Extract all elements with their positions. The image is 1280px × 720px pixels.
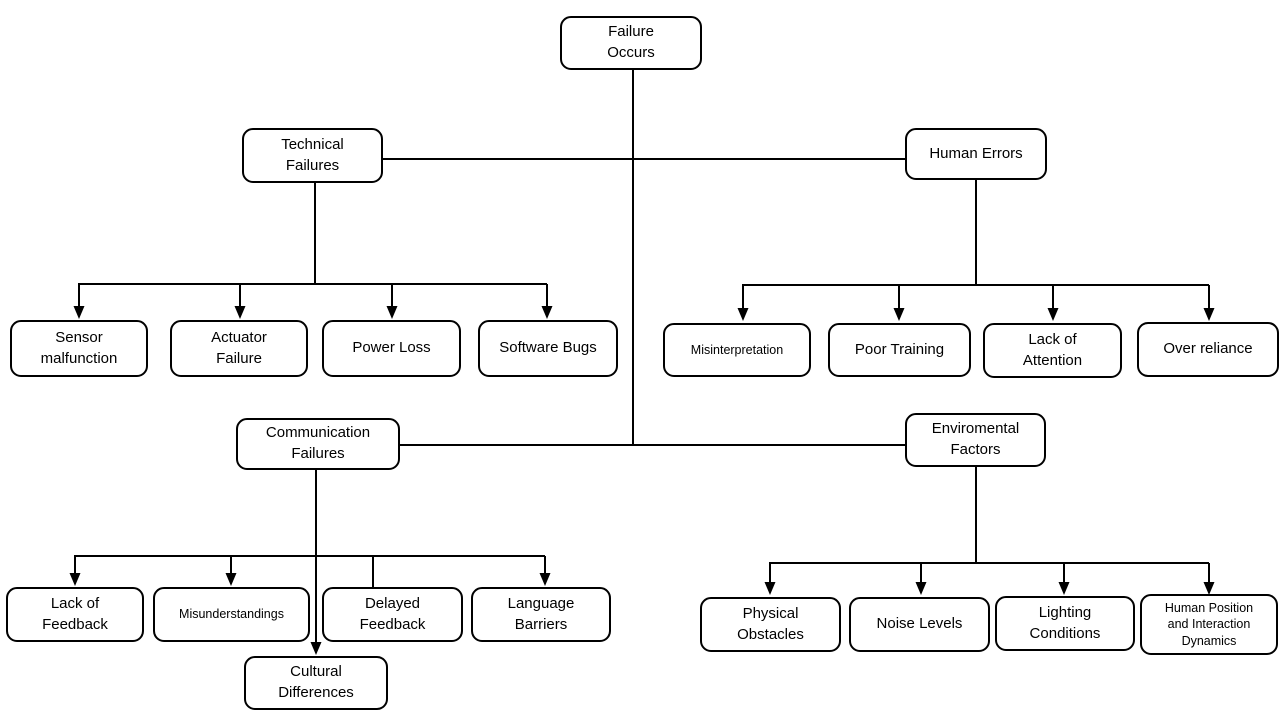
node-misunderstandings: Misunderstandings	[153, 587, 310, 642]
connector-root-spine	[383, 70, 905, 446]
connector-enviromental-children	[764, 467, 1215, 595]
node-physical-obstacles: Physical Obstacles	[700, 597, 841, 652]
connector-technical-children	[73, 183, 553, 319]
node-human-errors: Human Errors	[905, 128, 1047, 180]
node-lack-of-feedback: Lack of Feedback	[6, 587, 144, 642]
node-cultural-differences: Cultural Differences	[244, 656, 388, 710]
node-over-reliance: Over reliance	[1137, 322, 1279, 377]
node-lack-of-attention: Lack of Attention	[983, 323, 1122, 378]
node-actuator-failure: Actuator Failure	[170, 320, 308, 377]
node-enviromental-factors: Enviromental Factors	[905, 413, 1046, 467]
node-language-barriers: Language Barriers	[471, 587, 611, 642]
node-software-bugs: Software Bugs	[478, 320, 618, 377]
node-communication-failures: Communication Failures	[236, 418, 400, 470]
node-sensor-malfunction: Sensor malfunction	[10, 320, 148, 377]
connector-communication-children	[69, 470, 551, 655]
node-delayed-feedback: Delayed Feedback	[322, 587, 463, 642]
node-human-position-and-interaction-dynamics: Human Position and Interaction Dynamics	[1140, 594, 1278, 655]
node-poor-training: Poor Training	[828, 323, 971, 377]
node-failure-occurs: Failure Occurs	[560, 16, 702, 70]
node-power-loss: Power Loss	[322, 320, 461, 377]
node-lighting-conditions: Lighting Conditions	[995, 596, 1135, 651]
node-misinterpretation: Misinterpretation	[663, 323, 811, 377]
node-noise-levels: Noise Levels	[849, 597, 990, 652]
node-technical-failures: Technical Failures	[242, 128, 383, 183]
connector-human-errors-children	[737, 179, 1215, 321]
